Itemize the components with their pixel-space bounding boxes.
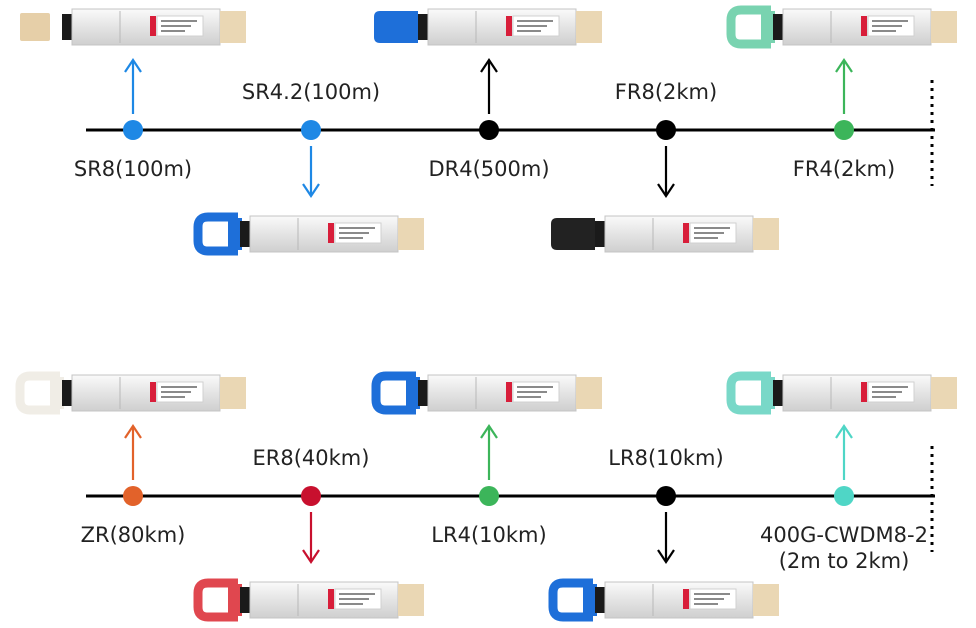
arrow-up-sr8-100m: [124, 58, 142, 114]
transceiver-module-lr8-10km: [548, 578, 779, 622]
node-dot-lr8-10km: [656, 486, 676, 506]
transceiver-module-lr4-10km: [371, 371, 602, 415]
transceiver-module-sr8-100m: [20, 8, 246, 46]
transceiver-module-er8-40km: [193, 578, 424, 622]
node-label-sr4-2-100m: SR4.2(100m): [242, 80, 380, 104]
node-label-400g-cwdm8-2: 400G-CWDM8-2: [760, 523, 928, 547]
node-dot-zr-80km: [123, 486, 143, 506]
timeline-row-2: ZR(80km) ER8(40km) LR4(10km) LR8(10km) 400G-…: [15, 371, 957, 622]
node-label-er8-40km: ER8(40km): [253, 446, 370, 470]
arrow-up-400g-cwdm8-2: [835, 424, 853, 480]
node-label-sr8-100m: SR8(100m): [74, 157, 192, 181]
transceiver-module-fr4-2km: [726, 5, 957, 49]
transceiver-module-zr-80km: [15, 371, 246, 415]
arrow-down-fr8-2km: [657, 146, 675, 198]
node-dot-dr4-500m: [479, 120, 499, 140]
transceiver-module-sr4-2-100m: [193, 212, 424, 256]
transceiver-module-fr8-2km: [551, 215, 779, 253]
timeline-row-1: SR8(100m) SR4.2(100m) DR4(500m) FR8(2km) FR4…: [20, 5, 957, 256]
transceiver-module-400g-cwdm8-2: [726, 371, 957, 415]
arrow-down-sr4-2-100m: [302, 146, 320, 198]
node-dot-lr4-10km: [479, 486, 499, 506]
node-dot-sr8-100m: [123, 120, 143, 140]
node-label-lr4-10km: LR4(10km): [431, 523, 546, 547]
node-label-fr4-2km: FR4(2km): [793, 157, 895, 181]
arrow-up-fr4-2km: [835, 58, 853, 114]
transceiver-module-dr4-500m: [374, 8, 602, 46]
node-dot-sr4-2-100m: [301, 120, 321, 140]
node-label-lr8-10km: LR8(10km): [608, 446, 723, 470]
node-label-fr8-2km: FR8(2km): [615, 80, 717, 104]
node-dot-400g-cwdm8-2: [834, 486, 854, 506]
arrow-up-zr-80km: [124, 424, 142, 480]
node-label-dr4-500m: DR4(500m): [428, 157, 549, 181]
arrow-up-lr4-10km: [480, 424, 498, 480]
node-sublabel-400g-cwdm8-2: (2m to 2km): [779, 549, 910, 573]
node-dot-fr4-2km: [834, 120, 854, 140]
arrow-down-lr8-10km: [657, 512, 675, 564]
arrow-up-dr4-500m: [480, 58, 498, 114]
node-dot-fr8-2km: [656, 120, 676, 140]
node-dot-er8-40km: [301, 486, 321, 506]
arrow-down-er8-40km: [302, 512, 320, 564]
node-label-zr-80km: ZR(80km): [81, 523, 186, 547]
